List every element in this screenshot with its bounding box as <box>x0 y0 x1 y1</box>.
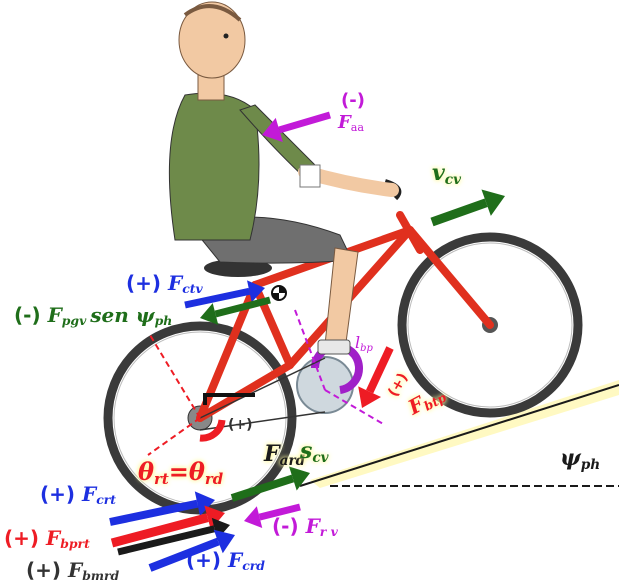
label-f-rv: (-) Fr v <box>272 516 338 536</box>
label-f-ard-sign: (+) <box>228 418 253 432</box>
label-psi-ph: ψph <box>560 447 600 469</box>
label-f-bprt: (+) Fbprt <box>4 528 90 548</box>
label-l-bp: lbp <box>355 335 373 351</box>
label-f-bmrd: (+) Fbmrd <box>26 560 119 580</box>
label-s-cv: scv <box>300 440 329 462</box>
label-theta: θrt=θrd <box>138 460 223 484</box>
label-f-aa: (-) Faa <box>338 92 365 132</box>
arrow-f-btp <box>358 348 390 408</box>
label-f-crd: (+) Fcrd <box>186 550 265 570</box>
arrow-f-aa <box>262 115 330 142</box>
label-f-ctv: (+) Fctv <box>126 273 203 293</box>
center-of-mass-icon <box>272 286 286 300</box>
label-f-ard: Fard <box>264 443 305 465</box>
arrow-v-cv <box>432 190 505 222</box>
arrow-f-pgv <box>200 300 270 325</box>
label-f-crt: (+) Fcrt <box>40 484 116 504</box>
label-v-cv: vcv <box>432 162 461 184</box>
